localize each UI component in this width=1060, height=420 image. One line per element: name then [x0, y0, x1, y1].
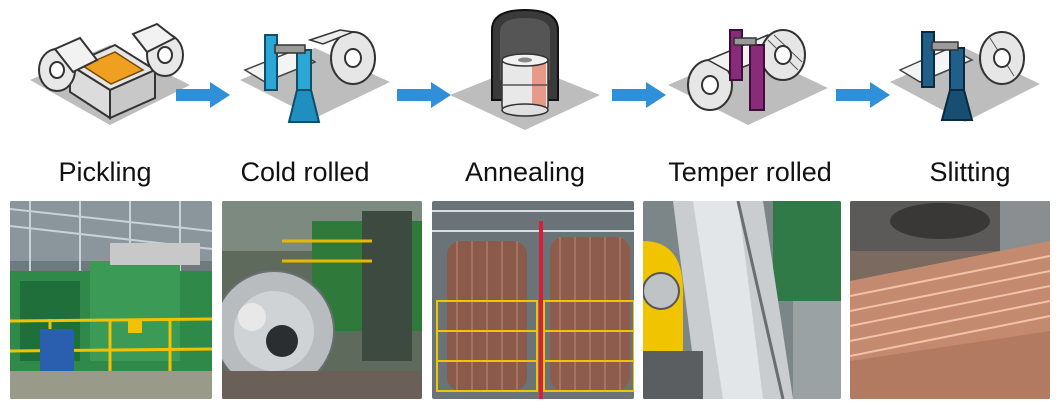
- slitting-photo: [850, 201, 1050, 399]
- annealing-icon: [450, 0, 650, 140]
- temper-rolled-icon: [668, 0, 868, 140]
- step-label-pickling: Pickling: [58, 157, 152, 187]
- arrow-right-icon: [612, 82, 666, 108]
- annealing-photo: [432, 201, 634, 399]
- slitting-icon: [890, 0, 1060, 140]
- arrow-right-icon: [836, 82, 890, 108]
- step-label-cold-rolled: Cold rolled: [240, 157, 370, 187]
- step-label-annealing: Annealing: [464, 157, 586, 187]
- pickling-photo: [10, 201, 212, 399]
- step-label-slitting: Slitting: [929, 157, 1011, 187]
- cold-rolled-photo: [222, 201, 422, 399]
- pickling-icon: [25, 0, 225, 140]
- step-label-temper-rolled: Temper rolled: [668, 157, 832, 187]
- cold-rolled-icon: [235, 0, 435, 140]
- temper-rolled-photo: [643, 201, 841, 399]
- arrow-right-icon: [397, 82, 451, 108]
- arrow-right-icon: [176, 82, 230, 108]
